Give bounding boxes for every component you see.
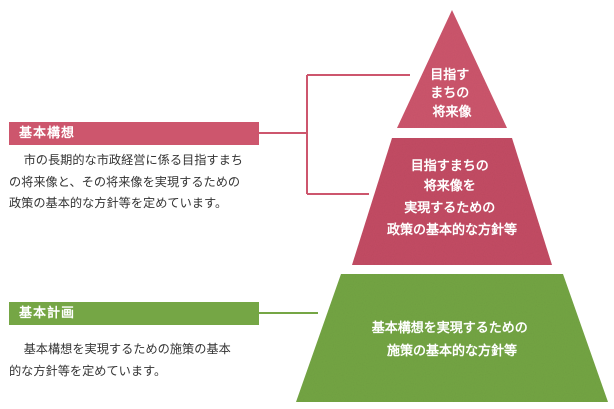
top-tier-line: 将来像 xyxy=(432,104,472,120)
bottom-tier-line: 施策の基本的な方針等 xyxy=(387,343,517,359)
top-tier-text: 目指す まちの 将来像 xyxy=(430,67,474,120)
kousou-connector xyxy=(259,74,410,195)
middle-tier-line: 目指すまちの xyxy=(411,158,489,174)
middle-tier-text: 目指すまちの 将来像を 実現するための 政策の基本的な方針等 xyxy=(387,158,517,238)
kihon-keikaku-label-text: 基本計画 xyxy=(19,306,76,321)
pyramid-middle-tier xyxy=(352,138,552,265)
description-line: 基本構想を実現するための施策の基本 xyxy=(23,342,231,356)
kihon-keikaku-label: 基本計画 xyxy=(9,302,259,325)
kihon-kousou-description: 市の長期的な市政経営に係る目指すまち の将来像と、その将来像を実現するための 政… xyxy=(9,150,269,215)
middle-tier-line: 政策の基本的な方針等 xyxy=(387,222,517,238)
top-tier-line: 目指す xyxy=(430,67,469,83)
description-line: 政策の基本的な方針等を定めています。 xyxy=(9,196,228,210)
bottom-tier-line: 基本構想を実現するための xyxy=(371,320,528,336)
middle-tier-line: 将来像を xyxy=(424,178,476,194)
bottom-tier-text: 基本構想を実現するための 施策の基本的な方針等 xyxy=(371,320,533,359)
kihon-keikaku-description: 基本構想を実現するための施策の基本 的な方針等を定めています。 xyxy=(9,339,269,382)
middle-tier-line: 実現するための xyxy=(404,200,495,216)
description-line: の将来像と、その将来像を実現するための xyxy=(9,174,241,189)
kihon-kousou-label-text: 基本構想 xyxy=(19,126,76,141)
pyramid-top-tier xyxy=(397,10,507,128)
top-tier-line: まちの xyxy=(430,86,469,101)
description-line: 的な方針等を定めています。 xyxy=(9,363,167,378)
description-line: 市の長期的な市政経営に係る目指すまち xyxy=(23,153,243,167)
kihon-kousou-label: 基本構想 xyxy=(9,122,259,145)
pyramid-bottom-tier xyxy=(296,274,608,402)
